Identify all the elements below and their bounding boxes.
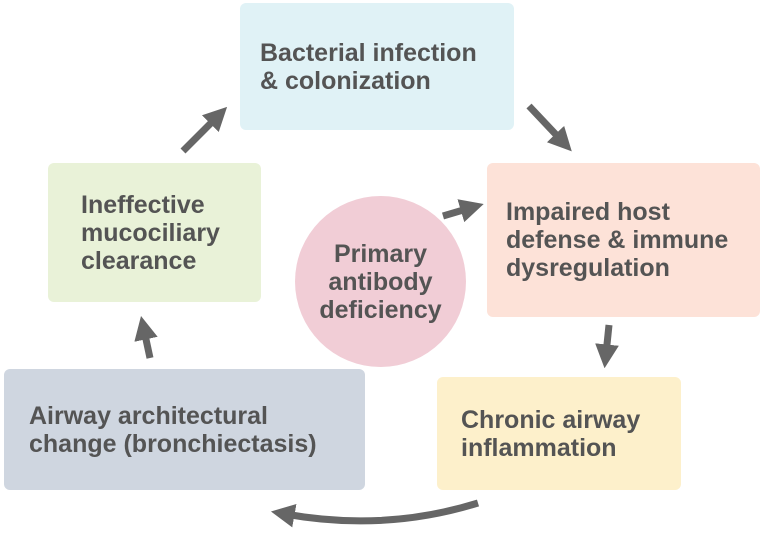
arrow-primary-to-impaired xyxy=(442,199,484,223)
arrow-airway-to-ineffective xyxy=(134,316,158,359)
node-primary-antibody-deficiency: Primary antibody deficiency xyxy=(295,196,466,367)
arrow-ineffective-to-bacterial xyxy=(180,106,228,154)
node-impaired-host-defense: Impaired host defense & immune dysregula… xyxy=(487,163,760,317)
node-primary-antibody-deficiency-label: Primary antibody deficiency xyxy=(319,239,442,324)
node-chronic-airway-inflammation-label: Chronic airway inflammation xyxy=(461,405,641,462)
node-bacterial-infection: Bacterial infection & colonization xyxy=(240,3,514,130)
arrow-chronic-to-airway xyxy=(270,499,480,528)
arrow-bacterial-to-impaired xyxy=(526,103,572,152)
arrow-impaired-to-chronic xyxy=(595,324,619,369)
node-chronic-airway-inflammation: Chronic airway inflammation xyxy=(437,377,681,490)
node-airway-architectural-change: Airway architectural change (bronchiecta… xyxy=(4,369,365,490)
node-ineffective-mucociliary-clearance-label: Ineffective mucociliary clearance xyxy=(81,190,220,275)
node-ineffective-mucociliary-clearance: Ineffective mucociliary clearance xyxy=(48,163,261,302)
node-impaired-host-defense-label: Impaired host defense & immune dysregula… xyxy=(506,198,729,282)
node-airway-architectural-change-label: Airway architectural change (bronchiecta… xyxy=(29,401,317,458)
node-bacterial-infection-label: Bacterial infection & colonization xyxy=(260,38,477,95)
